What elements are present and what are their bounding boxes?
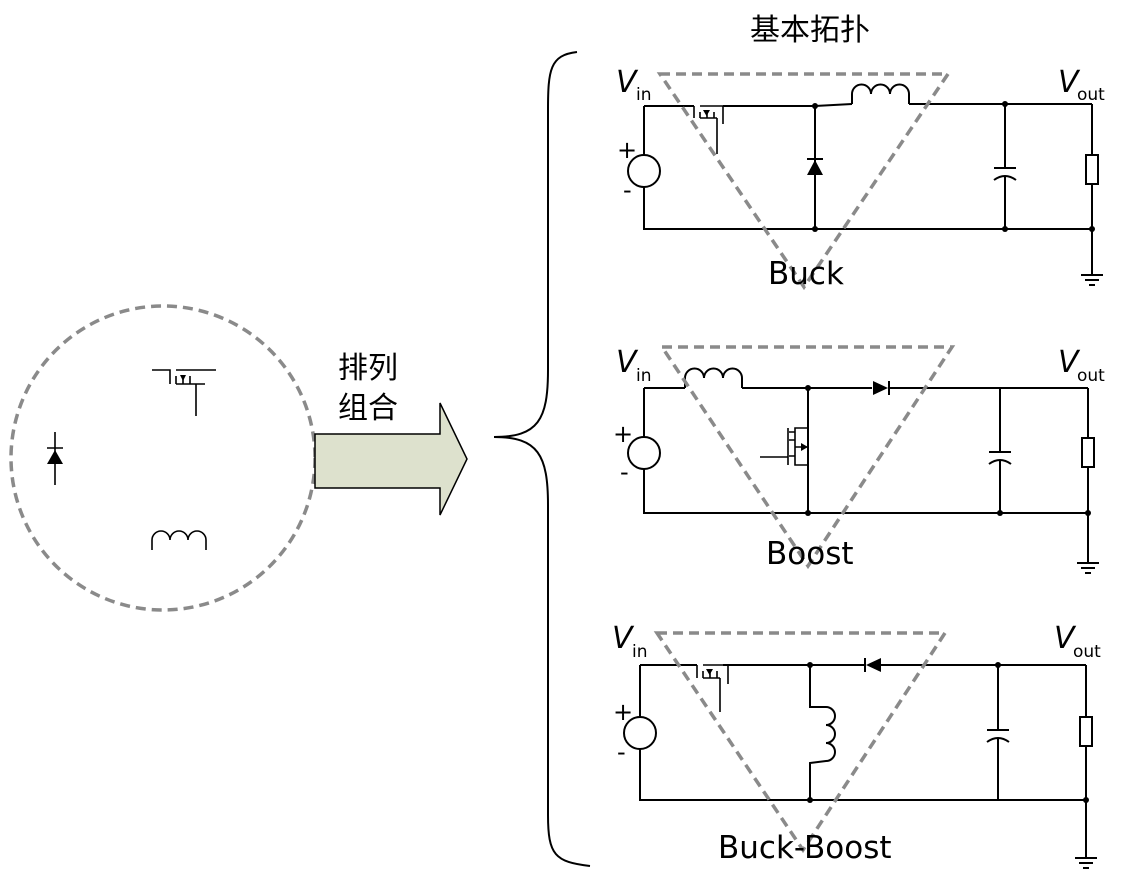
resistor-icon: [1085, 154, 1099, 185]
boost-circuit: V in V out + - Boost: [613, 345, 1105, 574]
diode-icon: [807, 160, 823, 175]
voltage-source-icon: [627, 436, 661, 470]
plus-sign: +: [617, 136, 637, 164]
switch-cell-triangle: [656, 72, 952, 291]
arrow-label-line2: 组合: [338, 391, 398, 426]
diagram-title: 基本拓扑: [750, 13, 870, 48]
curly-brace: [493, 51, 591, 867]
voltage-source-icon: [627, 154, 661, 188]
topology-label-buck-boost: Buck-Boost: [718, 830, 892, 866]
switch-cell-triangle: [658, 345, 956, 570]
vin-sub: in: [632, 642, 648, 662]
vout-symbol: V: [1058, 345, 1081, 380]
vout-symbol: V: [1058, 65, 1081, 100]
diode-icon: [47, 432, 63, 485]
topology-label-buck: Buck: [768, 256, 844, 292]
minus-sign: -: [617, 738, 626, 766]
resistor-icon: [1081, 437, 1095, 468]
minus-sign: -: [623, 176, 632, 204]
switch-cell-triangle: [653, 631, 949, 854]
buck-boost-circuit: V in V out + - Buck-Boost: [612, 621, 1101, 869]
diode-icon: [873, 381, 888, 395]
topology-label-boost: Boost: [766, 536, 854, 572]
inductor-icon: [151, 530, 207, 550]
capacitor-icon: [988, 388, 1012, 513]
minus-sign: -: [620, 458, 629, 486]
mosfet-icon: [152, 369, 216, 416]
vout-sub: out: [1077, 366, 1105, 386]
vin-sub: in: [636, 366, 652, 386]
vout-sub: out: [1077, 85, 1105, 105]
vin-symbol: V: [616, 65, 639, 100]
vin-symbol: V: [616, 345, 639, 380]
arrow-label-line1: 排列: [338, 351, 398, 386]
capacitor-icon: [993, 104, 1017, 229]
inductor-icon: [851, 83, 910, 104]
plus-sign: +: [613, 420, 633, 448]
ground-icon: [1075, 800, 1097, 869]
voltage-source-icon: [623, 716, 657, 750]
resistor-icon: [1079, 716, 1093, 747]
arrangement-arrow: 排列 组合: [314, 351, 468, 516]
vout-sub: out: [1073, 642, 1101, 662]
ground-icon: [1081, 229, 1103, 286]
ground-icon: [1077, 513, 1099, 574]
vin-sub: in: [636, 85, 652, 105]
inductor-icon: [684, 367, 743, 388]
inductor-icon: [809, 665, 836, 800]
vout-symbol: V: [1054, 621, 1077, 656]
vin-symbol: V: [612, 621, 635, 656]
capacitor-icon: [986, 665, 1010, 800]
buck-circuit: V in V out + - Buck: [616, 65, 1105, 292]
plus-sign: +: [613, 698, 633, 726]
components-circle: [9, 304, 317, 612]
diode-icon: [866, 658, 881, 672]
